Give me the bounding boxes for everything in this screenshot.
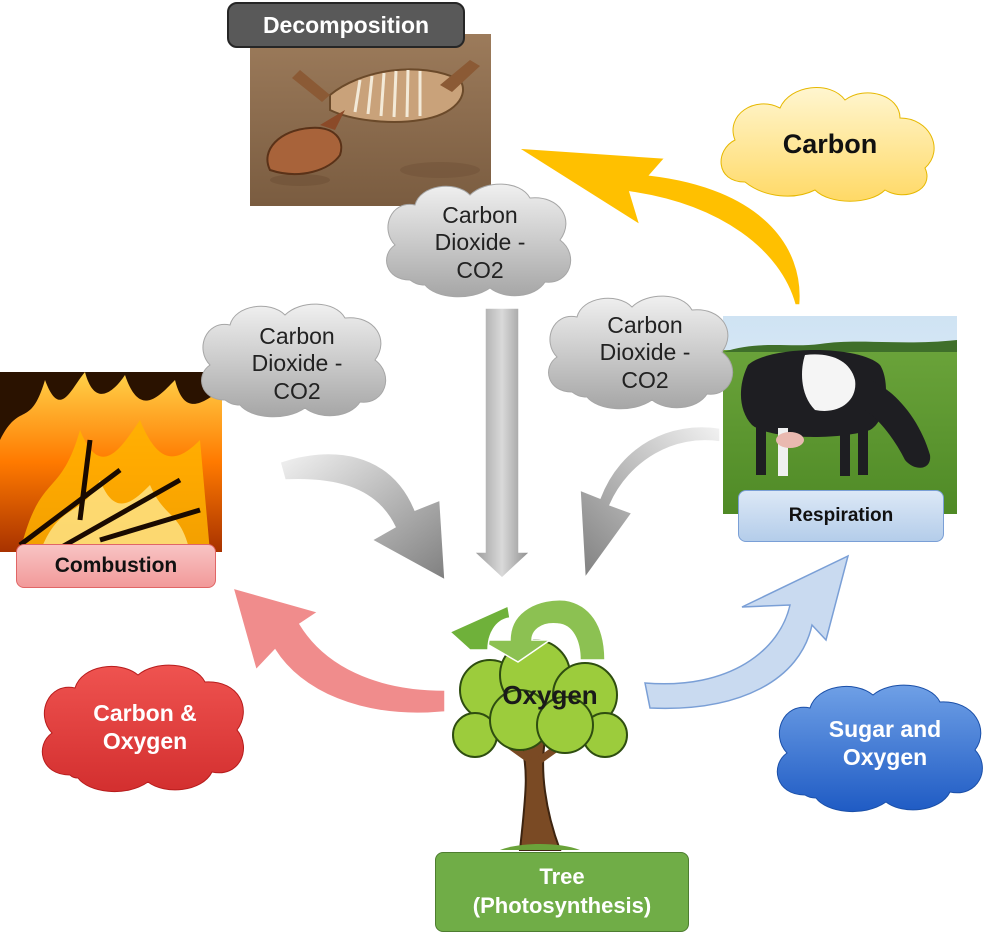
- combustion-photo: [0, 372, 222, 552]
- respiration-photo: [723, 316, 957, 514]
- co2-left-text: Carbon Dioxide - CO2: [212, 314, 382, 414]
- carbon-cloud-text: Carbon: [782, 128, 878, 159]
- co2-top-arrow: [472, 307, 532, 580]
- co2-right-text: Carbon Dioxide - CO2: [560, 303, 730, 403]
- sugar-oxygen-line-2: Oxygen: [842, 744, 928, 770]
- photosynthesis-label: Tree (Photosynthesis): [435, 852, 689, 932]
- carbon-arrow: [517, 147, 802, 306]
- co2-top-line-3: CO2: [456, 256, 504, 283]
- co2-left-line-1: Carbon: [259, 322, 335, 349]
- sugar-oxygen-cloud: [776, 684, 983, 813]
- co2-left-line-2: Dioxide -: [251, 350, 343, 377]
- co2-top-text: Carbon Dioxide - CO2: [395, 193, 565, 293]
- co2-top-line-1: Carbon: [442, 201, 518, 228]
- co2-right-line-2: Dioxide -: [599, 339, 691, 366]
- decomposition-label: Decomposition: [227, 2, 465, 48]
- sugar-oxygen-arrow: [644, 554, 850, 710]
- carbon-cloud: [720, 87, 935, 202]
- combustion-label: Combustion: [16, 544, 216, 588]
- co2-left-arrow: [279, 452, 446, 582]
- carbon-oxygen-text: Carbon & Oxygen: [60, 690, 230, 766]
- decomposition-photo: [250, 34, 491, 206]
- carbon-oxygen-arrow: [231, 586, 446, 714]
- carbon-oxygen-line-1: Carbon &: [93, 700, 197, 727]
- oxygen-cycle-arrow-left: [448, 604, 511, 651]
- co2-top-line-2: Dioxide -: [434, 229, 526, 256]
- co2-cloud-left: [201, 303, 387, 418]
- carbon-oxygen-line-2: Oxygen: [102, 728, 188, 754]
- oxygen-label: Oxygen: [502, 680, 598, 711]
- sugar-oxygen-line-1: Sugar and: [828, 716, 942, 743]
- co2-left-line-3: CO2: [273, 377, 321, 404]
- co2-right-arrow: [579, 425, 721, 581]
- respiration-label: Respiration: [738, 490, 944, 542]
- tree-icon: [452, 639, 628, 851]
- photosynthesis-line-2: (Photosynthesis): [472, 893, 652, 918]
- photosynthesis-line-1: Tree: [539, 864, 585, 890]
- co2-cloud-right: [548, 295, 734, 410]
- co2-cloud-top: [386, 183, 572, 298]
- co2-right-line-1: Carbon: [607, 311, 683, 338]
- co2-right-line-3: CO2: [621, 366, 669, 393]
- sugar-oxygen-text: Sugar and Oxygen: [800, 706, 970, 782]
- carbon-oxygen-cloud: [41, 664, 245, 793]
- oxygen-cycle-arrow: [477, 599, 606, 663]
